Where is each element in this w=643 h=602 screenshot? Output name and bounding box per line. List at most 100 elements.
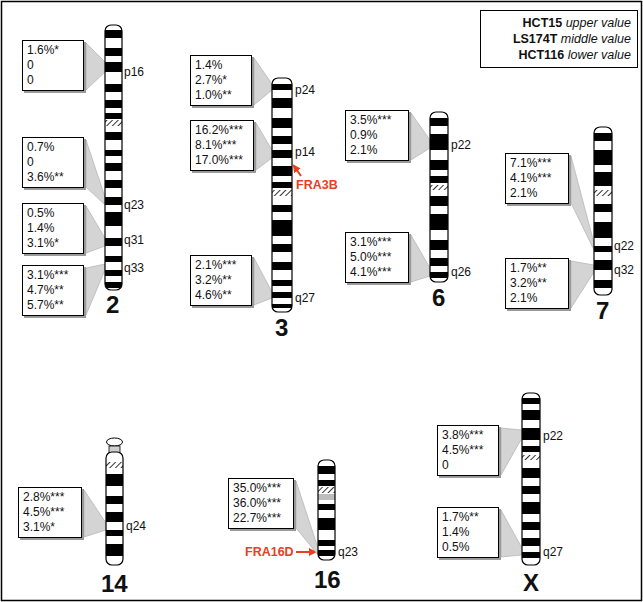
chromosome-band: [105, 150, 122, 156]
chromosome-band: [272, 205, 292, 212]
chromosome-bands: [318, 466, 335, 556]
chromosome-band: [105, 48, 122, 56]
chromosome-band: [594, 260, 612, 270]
chromosome-band: [272, 166, 292, 176]
percentage-value: 3.2%**: [195, 273, 232, 288]
chromosome-band: [430, 196, 448, 206]
percentage-box: 2.8%***4.5%***3.1%*: [18, 487, 82, 538]
chromosome-band: [318, 518, 335, 530]
chromosome-band: [522, 486, 540, 494]
chromosome-bands: [430, 118, 448, 278]
chromosome-band: [272, 150, 292, 158]
percentage-value: 5.7%**: [27, 298, 64, 313]
percentage-box: 1.7%**1.4%0.5%: [437, 507, 499, 558]
chromosome-band: [522, 446, 540, 452]
leader-wedge: [86, 206, 105, 253]
chromosome-number: X: [523, 570, 539, 596]
chromosome-band: [272, 118, 292, 128]
chromosome-bands: [522, 398, 540, 558]
percentage-value: 1.7%**: [442, 510, 479, 525]
key-line: HCT15 upper value: [523, 15, 631, 31]
band-label: p22: [543, 429, 563, 443]
chromosome-outline: [105, 25, 122, 290]
chromosome-band: [522, 522, 540, 530]
chromosome-band: [318, 480, 335, 486]
percentage-value: 0: [442, 458, 449, 473]
fragile-site-label: FRA3B: [296, 178, 338, 192]
chromosome-bands: [105, 30, 122, 288]
percentage-value: 0: [27, 155, 34, 170]
percentage-box: 1.7%**3.2%**2.1%: [505, 258, 569, 309]
chromosome-band: [318, 550, 335, 556]
percentage-value: 0: [27, 73, 34, 88]
chromosome-body: [594, 127, 612, 295]
chromosome-band: [272, 244, 292, 252]
percentage-value: 3.1%***: [27, 268, 68, 283]
percentage-box: 7.1%***4.1%***2.1%: [505, 153, 569, 204]
percentage-box: 0.7%03.6%**: [22, 137, 84, 188]
band-label: p16: [124, 65, 144, 79]
chromosome-band: [105, 238, 122, 246]
percentage-box: 3.8%***4.5%***0: [437, 425, 499, 476]
band-label: q23: [338, 545, 358, 559]
chromosome-band: [105, 256, 122, 262]
percentage-value: 3.1%***: [350, 235, 391, 250]
band-label: p24: [295, 83, 315, 97]
percentage-box: 3.1%***5.0%***4.1%***: [345, 232, 409, 283]
percentage-value: 1.4%: [27, 221, 54, 236]
chromosome-band: [272, 84, 292, 90]
key-line: HCT116 lower value: [518, 47, 631, 63]
chromosome-number: 7: [596, 298, 609, 324]
chromosome-number: 2: [106, 292, 119, 318]
centromere: [594, 190, 612, 196]
leader-wedge: [571, 261, 594, 308]
fragile-site-label: FRA16D: [245, 545, 294, 559]
percentage-value: 7.1%***: [510, 156, 551, 171]
percentage-value: 3.1%*: [23, 520, 55, 535]
chromosome-band: [105, 212, 122, 226]
chromosome-band: [105, 132, 122, 140]
chromosome-body: [272, 78, 292, 312]
percentage-value: 4.7%**: [27, 283, 64, 298]
percentage-box: 1.6%*00: [22, 40, 84, 91]
chromosome-satellite: [107, 438, 123, 446]
chromosome-band: [105, 30, 122, 38]
fragile-site-arrow: [296, 551, 315, 553]
chromosome-band: [272, 280, 292, 286]
percentage-value: 3.6%**: [27, 170, 64, 185]
chromosome-band: [272, 136, 292, 144]
chromosome-outline: [522, 393, 540, 565]
cell-line-name: LS174T: [513, 32, 561, 46]
percentage-value: 1.7%**: [510, 261, 547, 276]
percentage-box: 35.0%***36.0%***22.7%***: [228, 478, 294, 529]
chromosome-band: [105, 84, 122, 92]
percentage-value: 3.5%***: [350, 113, 391, 128]
chromosome-band: [272, 304, 292, 308]
chromosome-band: [594, 133, 612, 141]
chromosome-bands: [106, 462, 123, 556]
chromosome-outline: [430, 112, 448, 282]
chromosome-band: [105, 163, 122, 171]
centromere: [522, 455, 540, 460]
chromosome-band: [106, 512, 123, 522]
chromosome-band: [105, 270, 122, 276]
percentage-value: 2.7%*: [195, 73, 227, 88]
percentage-value: 5.0%***: [350, 250, 391, 265]
percentage-box: 0.5%1.4%3.1%*: [22, 203, 84, 254]
band-label: q27: [543, 545, 563, 559]
percentage-value: 3.8%***: [442, 428, 483, 443]
chromosome-body: [106, 452, 123, 565]
percentage-box: 16.2%***8.1%***17.0%***: [190, 120, 254, 171]
value-position: upper value: [566, 16, 631, 30]
percentage-value: 17.0%***: [195, 153, 243, 168]
chromosome-band: [430, 214, 448, 230]
percentage-value: 3.2%**: [510, 276, 547, 291]
chromosome-outline: [272, 78, 292, 312]
band-label: q32: [614, 263, 634, 277]
chromosome-band: [522, 410, 540, 420]
percentage-value: 1.6%*: [27, 43, 59, 58]
band-label: p14: [295, 145, 315, 159]
percentage-value: 4.5%***: [23, 505, 64, 520]
centromere: [106, 462, 123, 468]
percentage-value: 0.5%: [442, 540, 469, 555]
